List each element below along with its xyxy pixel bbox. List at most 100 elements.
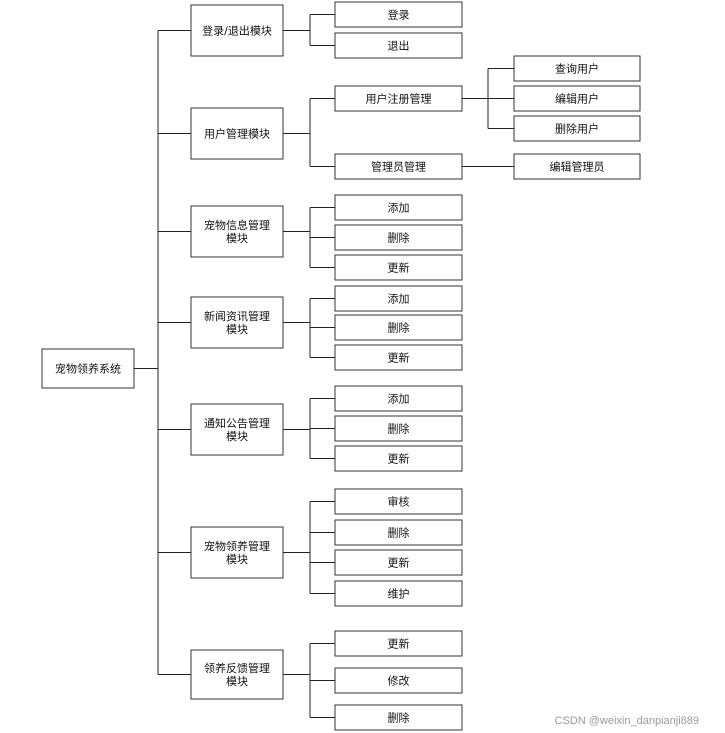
module-node-frame: [190, 526, 284, 579]
root-node-label: 宠物领养系统: [55, 362, 121, 376]
child-node-frame: [334, 344, 463, 371]
grandchild-node-label: 编辑用户: [555, 92, 599, 106]
child-node: 添加: [334, 194, 463, 221]
child-node-frame: [334, 314, 463, 341]
child-node-frame: [334, 488, 463, 515]
child-node: 用户注册管理: [334, 85, 463, 112]
child-node-frame: [334, 194, 463, 221]
child-node-frame: [334, 667, 463, 694]
module-node-label: 用户管理模块: [204, 127, 270, 141]
child-node-label: 删除: [388, 526, 410, 540]
module-node-frame: [190, 4, 284, 57]
child-node: 更新: [334, 630, 463, 657]
module-node-label: 模块: [226, 430, 248, 443]
module-node-label: 宠物信息管理: [204, 218, 270, 232]
child-node-frame: [334, 285, 463, 312]
module-node-label: 模块: [226, 323, 248, 336]
child-node: 更新: [334, 445, 463, 472]
grandchild-node: 编辑用户: [513, 85, 641, 112]
child-node: 删除: [334, 314, 463, 341]
child-node: 维护: [334, 580, 463, 607]
child-node-label: 删除: [388, 321, 410, 335]
child-node: 删除: [334, 704, 463, 731]
child-node-frame: [334, 153, 463, 180]
child-node-frame: [334, 630, 463, 657]
child-node: 更新: [334, 549, 463, 576]
child-node-label: 退出: [388, 39, 410, 53]
child-node: 删除: [334, 415, 463, 442]
child-node-label: 删除: [388, 711, 410, 725]
grandchild-node-label: 编辑管理员: [550, 160, 605, 174]
child-node-frame: [334, 415, 463, 442]
child-node-label: 删除: [388, 231, 410, 245]
module-node-label: 新闻资讯管理: [204, 309, 270, 323]
module-node-frame: [190, 403, 284, 456]
child-node: 审核: [334, 488, 463, 515]
grandchild-node-frame: [513, 55, 641, 82]
child-node-label: 更新: [388, 452, 410, 466]
child-node-label: 删除: [388, 422, 410, 436]
child-node: 删除: [334, 519, 463, 546]
grandchild-node-label: 删除用户: [555, 122, 599, 136]
module-node-label: 模块: [226, 232, 248, 245]
child-node-label: 更新: [388, 556, 410, 570]
grandchild-node-label: 查询用户: [555, 62, 599, 76]
child-node-frame: [334, 519, 463, 546]
child-node: 修改: [334, 667, 463, 694]
module-node-label: 登录/退出模块: [202, 24, 272, 38]
grandchild-node: 编辑管理员: [513, 153, 641, 180]
child-node-frame: [334, 385, 463, 412]
child-node-frame: [334, 704, 463, 731]
root-node: 宠物领养系统: [41, 348, 135, 389]
child-node-frame: [334, 549, 463, 576]
grandchild-node: 删除用户: [513, 115, 641, 142]
module-node: 用户管理模块: [190, 107, 284, 160]
child-node-label: 更新: [388, 261, 410, 275]
child-node: 添加: [334, 285, 463, 312]
module-node-label: 模块: [226, 675, 248, 688]
grandchild-node-frame: [513, 115, 641, 142]
child-node: 更新: [334, 254, 463, 281]
child-node-label: 管理员管理: [371, 160, 426, 174]
child-node-label: 审核: [388, 495, 410, 509]
child-node-label: 添加: [388, 292, 410, 306]
module-node-label: 领养反馈管理: [204, 661, 270, 675]
module-node-label: 通知公告管理: [204, 416, 270, 430]
child-node-frame: [334, 254, 463, 281]
module-node-label: 宠物领养管理: [204, 539, 270, 553]
child-node-frame: [334, 580, 463, 607]
child-node: 登录: [334, 1, 463, 28]
grandchild-node-frame: [513, 153, 641, 180]
grandchild-node-frame: [513, 85, 641, 112]
child-node: 管理员管理: [334, 153, 463, 180]
module-node-frame: [190, 649, 284, 700]
child-node: 更新: [334, 344, 463, 371]
child-node-frame: [334, 1, 463, 28]
child-node-label: 更新: [388, 637, 410, 651]
child-node-frame: [334, 85, 463, 112]
child-node-frame: [334, 32, 463, 59]
child-node-label: 维护: [388, 587, 410, 601]
child-node-label: 修改: [388, 674, 410, 688]
child-node-label: 更新: [388, 351, 410, 365]
root-node-frame: [41, 348, 135, 389]
child-node-label: 用户注册管理: [366, 92, 432, 106]
module-node-label: 模块: [226, 553, 248, 566]
grandchild-node: 查询用户: [513, 55, 641, 82]
child-node-label: 添加: [388, 392, 410, 406]
module-node: 登录/退出模块: [190, 4, 284, 57]
watermark: CSDN @weixin_danpianji889: [554, 715, 699, 727]
child-node: 退出: [334, 32, 463, 59]
child-node-label: 添加: [388, 201, 410, 215]
child-node-frame: [334, 445, 463, 472]
child-node: 添加: [334, 385, 463, 412]
child-node-frame: [334, 224, 463, 251]
child-node-label: 登录: [388, 8, 410, 22]
child-node: 删除: [334, 224, 463, 251]
